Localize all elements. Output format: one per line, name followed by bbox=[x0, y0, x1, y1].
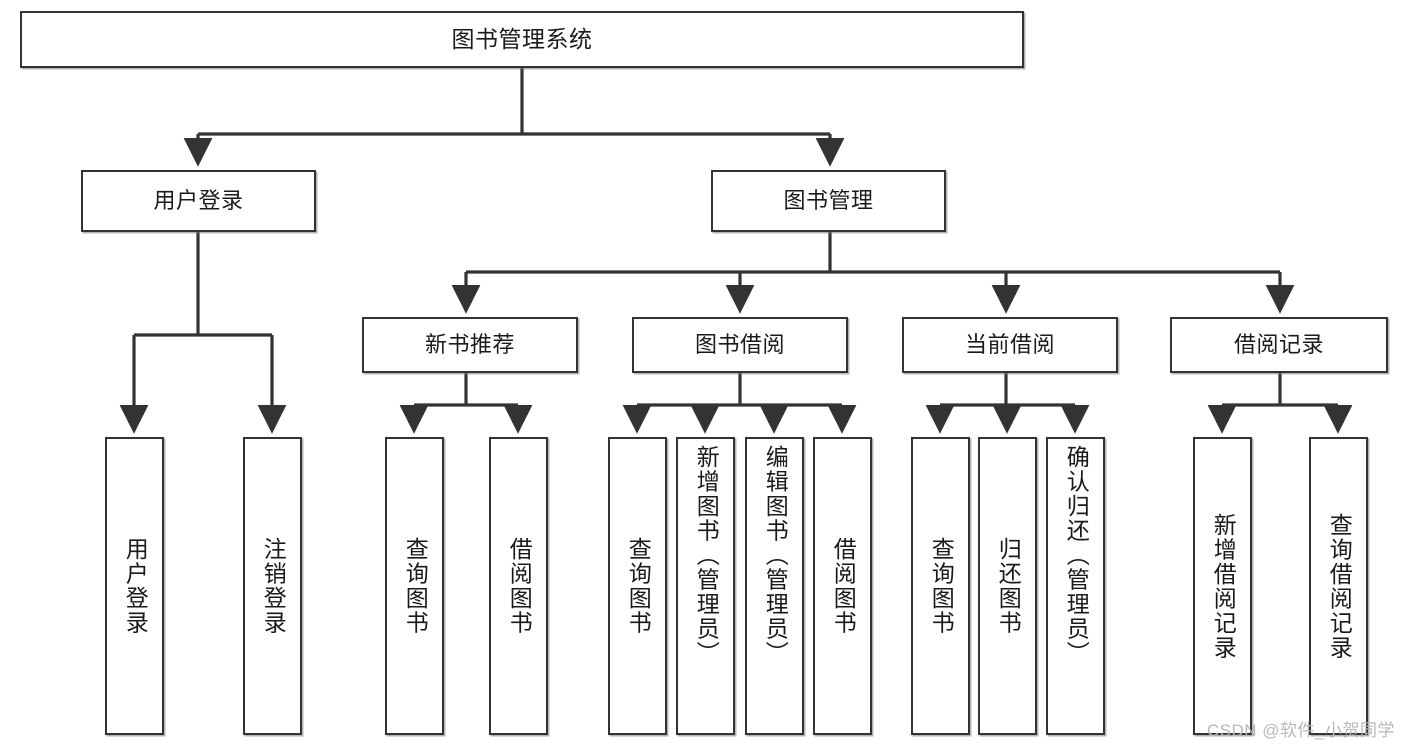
node-current-borrow-label: 当前借阅 bbox=[964, 332, 1055, 358]
leaf-add-book-label: 新增图书（管理员） bbox=[693, 445, 720, 666]
leaf-query-book-recommend[interactable]: 查询图书 bbox=[385, 437, 444, 735]
node-current-borrow[interactable]: 当前借阅 bbox=[902, 317, 1118, 373]
leaf-add-borrow-record[interactable]: 新增借阅记录 bbox=[1193, 437, 1252, 735]
leaf-query-book-current-label: 查询图书 bbox=[928, 537, 955, 635]
leaf-borrow-book-recommend[interactable]: 借阅图书 bbox=[489, 437, 548, 735]
leaf-user-logout[interactable]: 注销登录 bbox=[243, 437, 302, 735]
leaf-return-book-label: 归还图书 bbox=[995, 537, 1022, 635]
node-root-system[interactable]: 图书管理系统 bbox=[20, 11, 1024, 68]
leaf-query-book-recommend-label: 查询图书 bbox=[402, 537, 429, 635]
node-book-borrow[interactable]: 图书借阅 bbox=[632, 317, 848, 373]
node-book-borrow-label: 图书借阅 bbox=[694, 332, 785, 358]
leaf-add-book[interactable]: 新增图书（管理员） bbox=[676, 437, 735, 735]
watermark-csdn: CSDN @软件_小贺同学 bbox=[1206, 721, 1395, 740]
leaf-user-login-label: 用户登录 bbox=[122, 537, 149, 635]
node-root-system-label: 图书管理系统 bbox=[451, 25, 593, 52]
leaf-user-login[interactable]: 用户登录 bbox=[105, 437, 164, 735]
node-book-management[interactable]: 图书管理 bbox=[711, 170, 946, 232]
leaf-borrow-book[interactable]: 借阅图书 bbox=[813, 437, 872, 735]
leaf-query-borrow-record-label: 查询借阅记录 bbox=[1326, 512, 1353, 660]
node-user-login-label: 用户登录 bbox=[153, 188, 244, 214]
leaf-query-book-current[interactable]: 查询图书 bbox=[911, 437, 970, 735]
leaf-return-book[interactable]: 归还图书 bbox=[978, 437, 1037, 735]
node-user-login[interactable]: 用户登录 bbox=[81, 170, 316, 232]
node-borrow-record-label: 借阅记录 bbox=[1233, 332, 1324, 358]
leaf-query-book-borrow-label: 查询图书 bbox=[625, 537, 652, 635]
leaf-confirm-return-label: 确认归还（管理员） bbox=[1063, 445, 1090, 666]
leaf-borrow-book-recommend-label: 借阅图书 bbox=[506, 537, 533, 635]
leaf-query-book-borrow[interactable]: 查询图书 bbox=[608, 437, 667, 735]
node-new-book-recommend-label: 新书推荐 bbox=[424, 332, 515, 358]
node-borrow-record[interactable]: 借阅记录 bbox=[1170, 317, 1388, 373]
leaf-confirm-return[interactable]: 确认归还（管理员） bbox=[1046, 437, 1105, 735]
node-book-management-label: 图书管理 bbox=[783, 188, 874, 214]
leaf-edit-book-label: 编辑图书（管理员） bbox=[762, 445, 789, 666]
leaf-borrow-book-label: 借阅图书 bbox=[830, 537, 857, 635]
leaf-add-borrow-record-label: 新增借阅记录 bbox=[1210, 512, 1237, 660]
node-new-book-recommend[interactable]: 新书推荐 bbox=[362, 317, 578, 373]
leaf-query-borrow-record[interactable]: 查询借阅记录 bbox=[1309, 437, 1368, 735]
leaf-edit-book[interactable]: 编辑图书（管理员） bbox=[745, 437, 804, 735]
leaf-user-logout-label: 注销登录 bbox=[260, 537, 287, 635]
